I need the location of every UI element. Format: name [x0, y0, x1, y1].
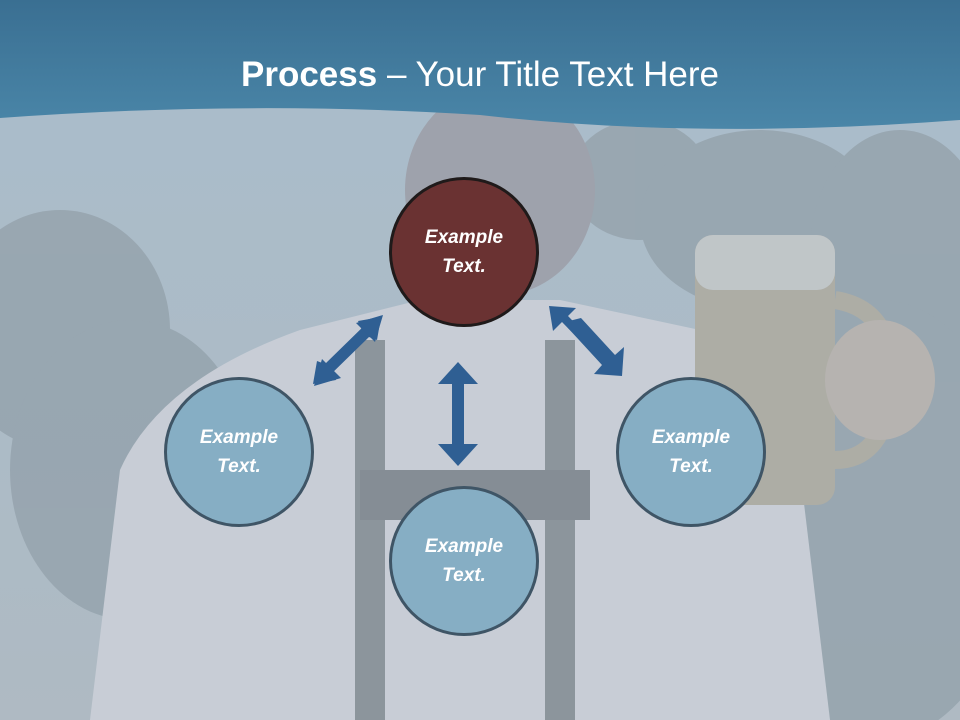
node-label: Example Text.	[651, 427, 731, 477]
double-arrow-center	[438, 362, 478, 466]
double-arrow-right	[549, 306, 624, 376]
header-band	[0, 0, 960, 129]
node-label: Example Text.	[199, 427, 279, 477]
node-label: Example Text.	[424, 536, 504, 586]
process-node-left: Example Text.	[164, 377, 314, 527]
process-node-top: Example Text.	[389, 177, 539, 327]
process-node-right: Example Text.	[616, 377, 766, 527]
node-label: Example Text.	[424, 227, 504, 277]
double-arrow-left	[313, 315, 383, 386]
process-node-bottom: Example Text.	[389, 486, 539, 636]
slide-title: Process – Your Title Text Here	[0, 52, 960, 98]
title-bold: Process	[241, 55, 378, 94]
title-rest: – Your Title Text Here	[377, 55, 719, 94]
